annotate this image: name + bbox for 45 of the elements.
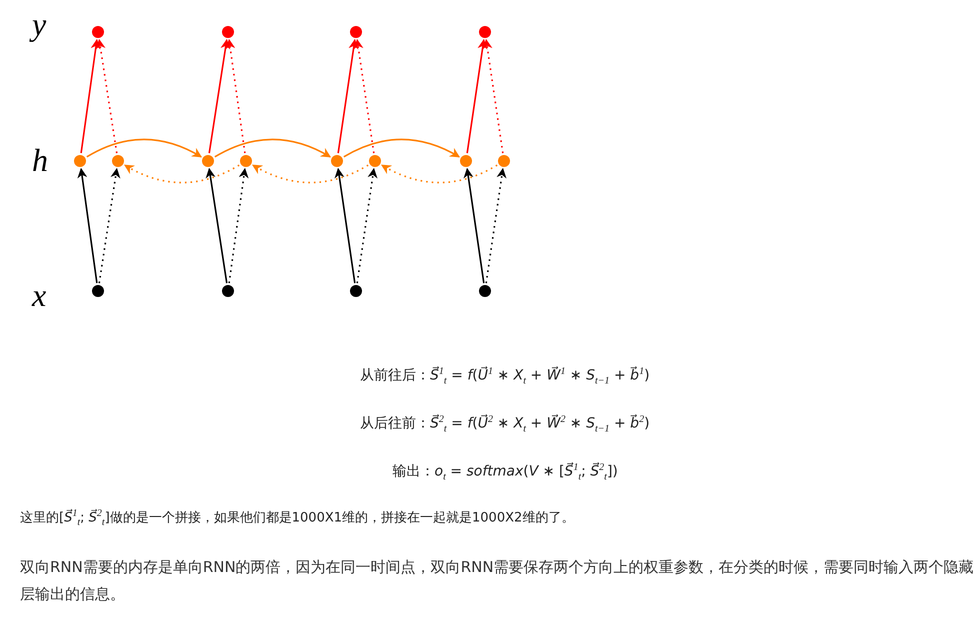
arrow [337,38,358,154]
arrow [252,164,369,184]
arrow [356,168,378,284]
hidden-dot [369,155,381,167]
input-dot [222,285,234,297]
arrow [214,138,332,158]
arrow [225,38,246,154]
output-dot [222,26,234,38]
input-dot [350,285,362,297]
arrow [482,38,504,154]
row-label: h [32,144,48,176]
arrow [485,168,506,284]
hidden-dot [331,155,343,167]
hidden-dot [460,155,472,167]
formula: 从后往前：S⃗$^{2}$$_{t}$ = f(U⃗$^{2}$ ∗ X$_{t}$ + W⃗$^{2}$ ∗ S$_{t−1}$ + b⃗$^{2}$) [360,414,650,434]
arrow [208,38,230,154]
input-dot [92,285,104,297]
output-dot [479,26,491,38]
input-dot [479,285,491,297]
hidden-dot [240,155,252,167]
row-label: x [32,279,46,311]
hidden-dot [74,155,86,167]
formula: 从前往后：S⃗$^{1}$$_{t}$ = f(U⃗$^{1}$ ∗ X$_{t}$ + W⃗$^{1}$ ∗ S$_{t−1}$ + b⃗$^{1}$) [360,366,650,386]
output-dot [92,26,104,38]
paragraph: 这里的[S⃗$^{1}$$_{t}$; S⃗$^{2}$$_{t}$]做的是一个拼接，如果他们都是1000X1维的，拼接在一起就是1000X2维的了。 [20,508,574,528]
hidden-dot [112,155,124,167]
arrow [98,168,120,284]
arrow [466,38,488,154]
arrow [77,168,98,284]
hidden-dot [202,155,214,167]
paragraph: 双向RNN需要的内存是单向RNN的两倍，因为在同一时间点，双向RNN需要保存两个方向上的权重参数，在分类的时候，需要同时输入两个隐藏层输出的信息。 [20,557,975,605]
arrow [343,138,460,158]
arrow [206,168,228,284]
arrow [464,168,485,284]
arrow [228,168,249,284]
arrow [80,38,101,154]
arrow [380,164,498,184]
arrow [96,38,118,154]
formula: 输出：o$_{t}$ = softmax(V ∗ [S⃗$^{1}$$_{t}$; S⃗$^{2}$$_{t}$]) [392,462,618,482]
arrow [124,164,240,184]
output-dot [350,26,362,38]
arrow [334,168,356,284]
arrow [354,38,375,154]
arrow [86,138,202,158]
hidden-dot [498,155,510,167]
